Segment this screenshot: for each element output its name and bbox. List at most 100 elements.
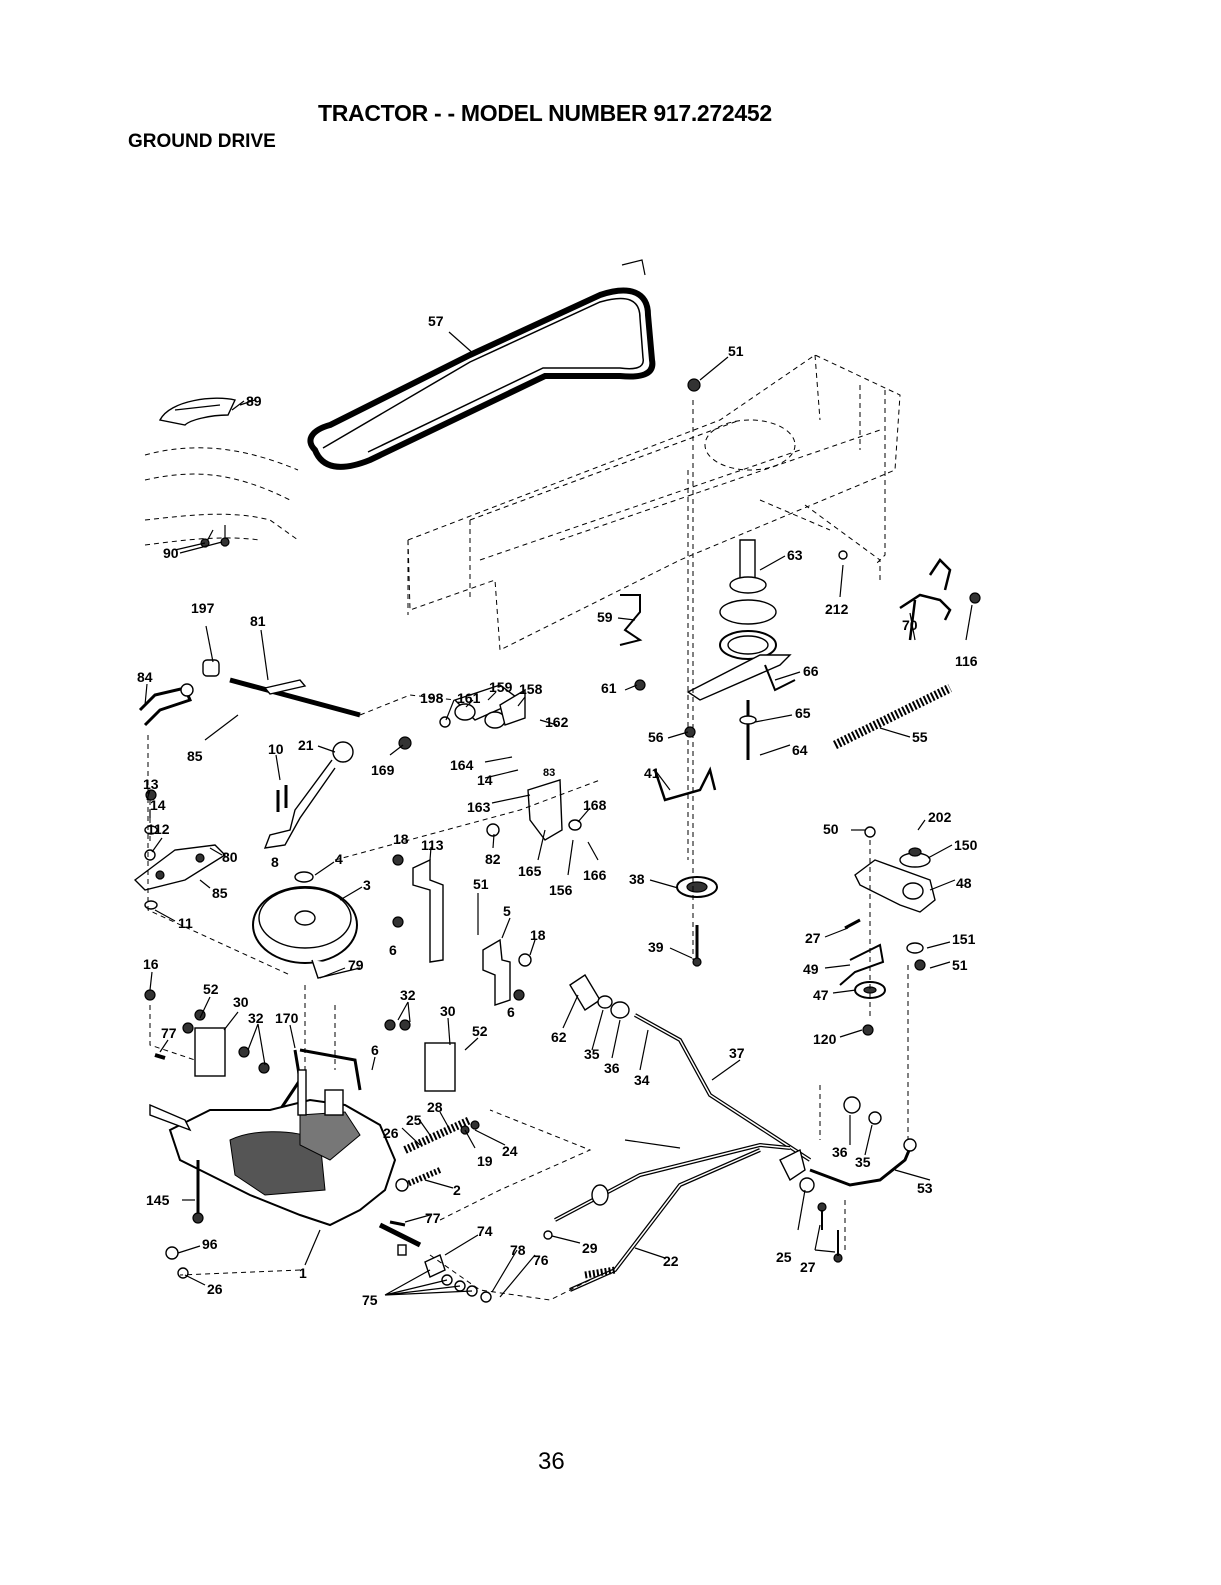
callout-51: 51 xyxy=(728,343,744,359)
callout-212: 212 xyxy=(825,601,849,617)
callout-74: 74 xyxy=(477,1223,493,1239)
callout-13: 13 xyxy=(143,776,159,792)
section-title: GROUND DRIVE xyxy=(128,131,276,152)
callout-202: 202 xyxy=(928,809,952,825)
callout-158: 158 xyxy=(519,681,543,697)
callout-28: 28 xyxy=(427,1099,443,1115)
callout-85: 85 xyxy=(187,748,203,764)
callout-52-center: 52 xyxy=(472,1023,488,1039)
callout-65: 65 xyxy=(795,705,811,721)
callout-78: 78 xyxy=(510,1242,526,1258)
callout-161: 161 xyxy=(457,690,481,706)
callout-34: 34 xyxy=(634,1072,650,1088)
brake-rod xyxy=(634,1013,812,1162)
callout-56: 56 xyxy=(648,729,664,745)
callout-75: 75 xyxy=(362,1292,378,1308)
callout-8: 8 xyxy=(271,854,279,870)
callout-37: 37 xyxy=(729,1045,745,1061)
callout-14: 14 xyxy=(150,797,166,813)
callout-83: 83 xyxy=(543,767,555,779)
callout-85-lower: 85 xyxy=(212,885,228,901)
callout-48: 48 xyxy=(956,875,972,891)
callout-16: 16 xyxy=(143,956,159,972)
callout-41: 41 xyxy=(644,765,660,781)
callout-170: 170 xyxy=(275,1010,299,1026)
callout-49: 49 xyxy=(803,961,819,977)
callout-27: 27 xyxy=(805,930,821,946)
callout-70: 70 xyxy=(902,617,918,633)
callout-77: 77 xyxy=(161,1025,177,1041)
callout-66: 66 xyxy=(803,663,819,679)
callout-90: 90 xyxy=(163,545,179,561)
callout-32: 32 xyxy=(248,1010,264,1026)
callout-156: 156 xyxy=(549,882,573,898)
callout-84: 84 xyxy=(137,669,153,685)
callout-19: 19 xyxy=(477,1153,493,1169)
callout-11: 11 xyxy=(178,915,193,931)
callout-18: 18 xyxy=(393,831,409,847)
callout-57: 57 xyxy=(428,313,444,329)
callout-52: 52 xyxy=(203,981,219,997)
callout-198: 198 xyxy=(420,690,444,706)
callout-96: 96 xyxy=(202,1236,218,1252)
callout-36: 36 xyxy=(604,1060,620,1076)
callout-116: 116 xyxy=(955,653,978,669)
callout-25: 25 xyxy=(406,1112,422,1128)
callout-5: 5 xyxy=(503,903,511,919)
idler-spring xyxy=(833,683,952,750)
callout-197: 197 xyxy=(191,600,215,616)
callout-4: 4 xyxy=(335,851,343,867)
callout-55: 55 xyxy=(912,729,928,745)
callout-168: 168 xyxy=(583,797,607,813)
callout-30: 30 xyxy=(233,994,249,1010)
callout-53: 53 xyxy=(917,1180,933,1196)
callout-165: 165 xyxy=(518,863,542,879)
callout-47: 47 xyxy=(813,987,829,1003)
callout-18-lower: 18 xyxy=(530,927,546,943)
shift-plate xyxy=(158,397,236,426)
callout-62: 62 xyxy=(551,1029,567,1045)
transaxle xyxy=(149,1069,422,1248)
callout-150: 150 xyxy=(954,837,978,853)
callout-24: 24 xyxy=(502,1143,518,1159)
callout-29: 29 xyxy=(582,1240,598,1256)
callout-51-center: 51 xyxy=(473,876,489,892)
callout-35-right: 35 xyxy=(855,1154,871,1170)
callout-39: 39 xyxy=(648,939,664,955)
callout-151: 151 xyxy=(952,931,976,947)
callout-25-right: 25 xyxy=(776,1249,792,1265)
callout-112: 112 xyxy=(147,821,170,837)
callout-169: 169 xyxy=(371,762,395,778)
callout-145: 145 xyxy=(146,1192,170,1208)
callout-51-right: 51 xyxy=(952,957,968,973)
callout-27-right: 27 xyxy=(800,1259,816,1275)
callout-2: 2 xyxy=(453,1182,461,1198)
callout-64: 64 xyxy=(792,742,808,758)
callout-81: 81 xyxy=(250,613,266,629)
callout-6: 6 xyxy=(389,942,397,958)
callout-6-c: 6 xyxy=(371,1042,379,1058)
callout-6-b: 6 xyxy=(507,1004,515,1020)
callout-63: 63 xyxy=(787,547,803,563)
callout-159: 159 xyxy=(489,679,513,695)
fender-outline xyxy=(144,447,299,546)
callout-leaders xyxy=(144,331,973,1298)
callout-82: 82 xyxy=(485,851,501,867)
callout-32-center: 32 xyxy=(400,987,416,1003)
callout-36-right: 36 xyxy=(832,1144,848,1160)
callout-77-lower: 77 xyxy=(425,1210,441,1226)
callout-30-center: 30 xyxy=(440,1003,456,1019)
callout-1: 1 xyxy=(299,1265,307,1281)
callout-166: 166 xyxy=(583,867,607,883)
drive-belt xyxy=(307,287,656,470)
callout-50: 50 xyxy=(823,821,839,837)
callout-120: 120 xyxy=(813,1031,837,1047)
callout-163: 163 xyxy=(467,799,491,815)
callout-76: 76 xyxy=(533,1252,549,1268)
callout-35: 35 xyxy=(584,1046,600,1062)
callout-26-lower: 26 xyxy=(207,1281,223,1297)
page-title: TRACTOR - - MODEL NUMBER 917.272452 xyxy=(318,100,772,126)
callout-26: 26 xyxy=(383,1125,399,1141)
callout-89: 89 xyxy=(246,393,262,409)
